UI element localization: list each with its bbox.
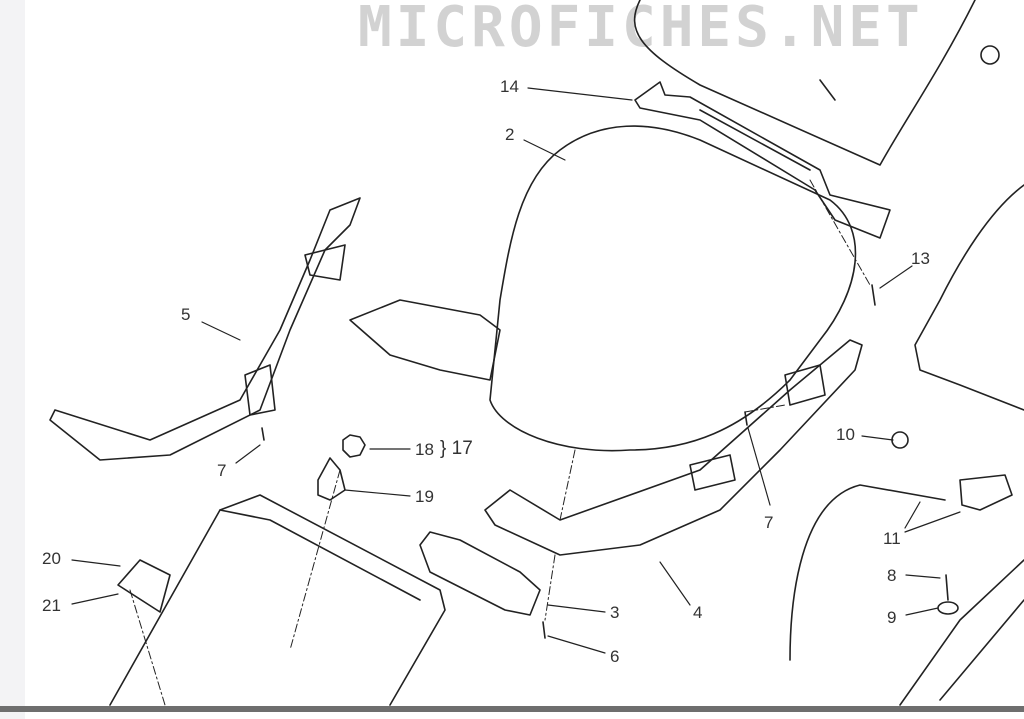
seat-rear-detail-line bbox=[819, 79, 836, 101]
part-3-holder bbox=[419, 531, 541, 616]
callout-20: 20 bbox=[42, 549, 61, 568]
callout-6: 6 bbox=[610, 647, 620, 666]
part-grommet-top bbox=[980, 45, 1000, 65]
callout-9: 9 bbox=[887, 608, 897, 627]
watermark: MICROFICHES.NET bbox=[358, 0, 924, 60]
callout-7-right: 7 bbox=[764, 513, 774, 532]
callout-21: 21 bbox=[42, 596, 61, 615]
part-seat-rear bbox=[633, 0, 976, 166]
part-18-nut bbox=[342, 434, 366, 458]
part-7-screw-left bbox=[261, 427, 265, 441]
callout-19: 19 bbox=[415, 487, 434, 506]
part-7-screw-right bbox=[744, 411, 748, 426]
part-latch bbox=[959, 474, 1013, 511]
callout-13: 13 bbox=[911, 249, 930, 268]
trim-detail-line bbox=[699, 109, 811, 171]
part-14-trim bbox=[634, 81, 891, 239]
callout-2: 2 bbox=[505, 125, 515, 144]
callout-7-left: 7 bbox=[217, 461, 227, 480]
callout-10: 10 bbox=[836, 425, 855, 444]
left-margin-strip bbox=[0, 0, 25, 719]
callout-3: 3 bbox=[610, 603, 620, 622]
callout-leader-lines bbox=[71, 87, 961, 654]
part-11-cable bbox=[789, 484, 946, 661]
part-4-grab-handle-rear bbox=[484, 339, 863, 556]
callout-14: 14 bbox=[500, 77, 519, 96]
assembly-dash-lines bbox=[129, 179, 871, 706]
part-2-seat bbox=[489, 125, 857, 452]
part-21-plate bbox=[117, 559, 171, 613]
callout-18: 18 bbox=[415, 440, 434, 459]
part-8-screw bbox=[945, 574, 949, 601]
callout-4: 4 bbox=[693, 603, 703, 622]
handle-left-mount-upper bbox=[304, 244, 346, 281]
part-frame-lower-right bbox=[899, 559, 1024, 706]
undertray-inner-edge bbox=[219, 509, 421, 601]
part-13-screw bbox=[871, 284, 876, 306]
part-seat-bracket bbox=[349, 299, 501, 381]
part-10-grommet bbox=[891, 431, 909, 449]
handle-left-mount-lower bbox=[244, 364, 276, 416]
callout-17: } 17 bbox=[440, 438, 473, 459]
part-undertray bbox=[109, 494, 446, 706]
callout-11: 11 bbox=[883, 529, 901, 548]
part-frame-lower-right-edge bbox=[939, 599, 1024, 701]
callout-5: 5 bbox=[181, 305, 191, 324]
part-5-grab-handle-left bbox=[49, 197, 361, 461]
part-19-bracket bbox=[317, 457, 346, 501]
bottom-scroll-bar bbox=[0, 706, 1024, 712]
part-frame-right bbox=[914, 184, 1024, 411]
handle-rear-mount-left bbox=[689, 454, 736, 491]
handle-rear-mount-right bbox=[784, 364, 826, 406]
part-6-screw bbox=[542, 621, 546, 639]
callout-8: 8 bbox=[887, 566, 897, 585]
part-9-grommet bbox=[937, 601, 959, 615]
